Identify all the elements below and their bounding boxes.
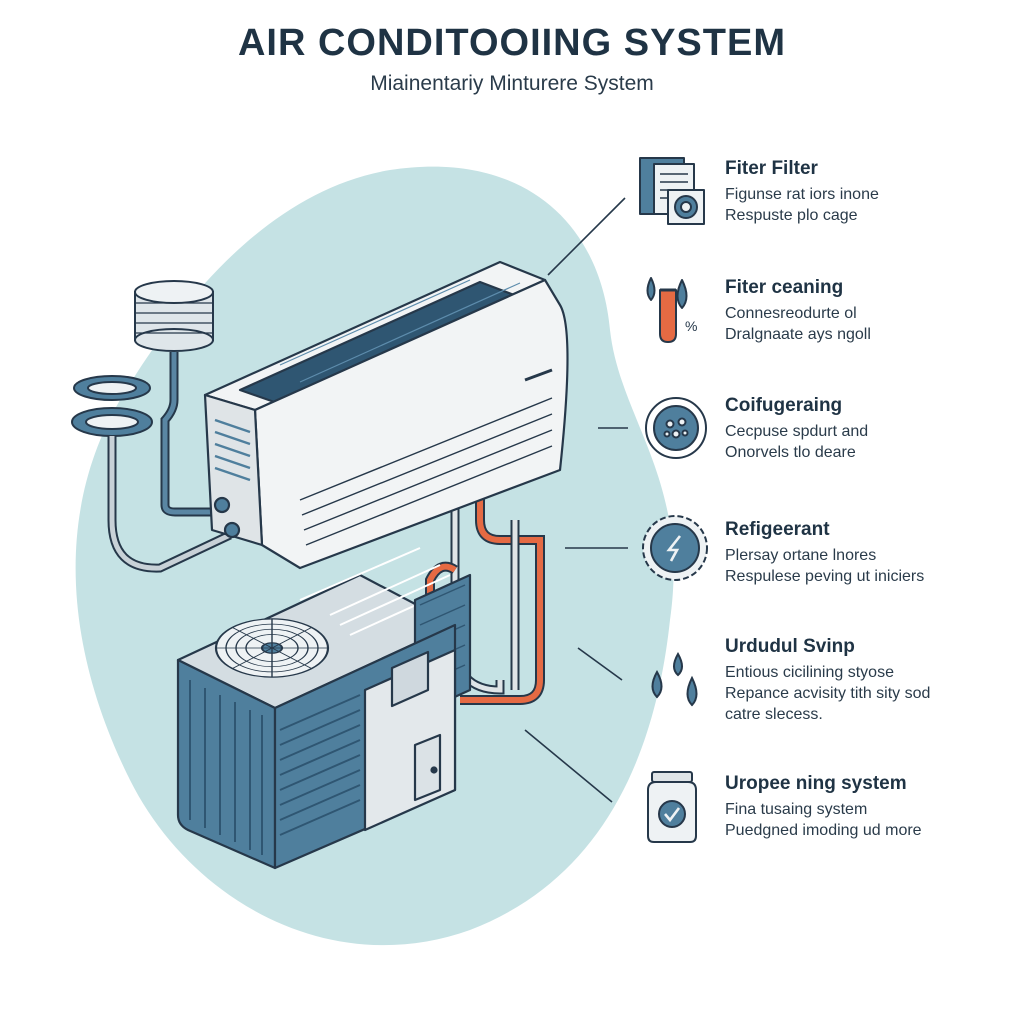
svg-text:%: % [685,318,697,334]
item-line: Respulese peving ut iniciers [725,568,925,585]
item-system: Uropee ning system Fina tusaing system P… [725,773,1015,841]
check-jar-icon [647,771,697,843]
item-line: Connesreodurte ol [725,305,857,322]
indoor-unit [203,260,569,570]
item-line: Respuste plo cage [725,207,858,224]
item-heading: Fiter ceaning [725,277,844,298]
item-line: Dralgnaate ays ngoll [725,326,871,343]
item-line: Plersay ortane lnores [725,547,877,564]
page-subtitle: Miainentariy Minturere System [370,72,654,95]
item-line: catre slecess. [725,706,823,723]
item-coil: Coifugeraing Cecpuse spdurt and Onorvels… [725,395,1015,463]
cleaning-icon: % [646,277,697,343]
outdoor-unit [176,547,472,870]
item-line: Entious cicilining styose [725,664,894,681]
refrigerant-icon [642,515,708,581]
connector-lines [524,197,628,803]
compressor-cylinder [134,280,214,352]
item-water: Urdudul Svinp Entious cicilining styose … [725,636,1015,725]
item-line: Cecpuse spdurt and [725,423,869,440]
water-drops-icon [651,651,698,707]
coil-icon [645,397,707,459]
item-line: Onorvels tlo deare [725,444,856,461]
item-heading: Urdudul Svinp [725,636,855,657]
item-line: Puedgned imoding ud more [725,822,922,839]
item-heading: Fiter Filter [725,158,818,179]
left-pipes [107,352,232,573]
item-refrigerant: Refigeerant Plersay ortane lnores Respul… [725,519,1015,587]
item-heading: Uropee ning system [725,773,907,794]
page-title: AIR CONDITOOIING SYSTEM [237,22,786,64]
item-heading: Refigeerant [725,519,830,540]
item-filter-cleaning: Fiter ceaning Connesreodurte ol Dralgnaa… [725,277,1015,345]
item-heading: Coifugeraing [725,395,843,416]
item-line: Figunse rat iors inone [725,186,879,203]
filter-icon [639,157,705,225]
item-line: Fina tusaing system [725,801,868,818]
item-line: Repance acvisity tith sity sod [725,685,931,702]
fan-icon [214,618,330,678]
item-filter: Fiter Filter Figunse rat iors inone Resp… [725,158,1015,226]
